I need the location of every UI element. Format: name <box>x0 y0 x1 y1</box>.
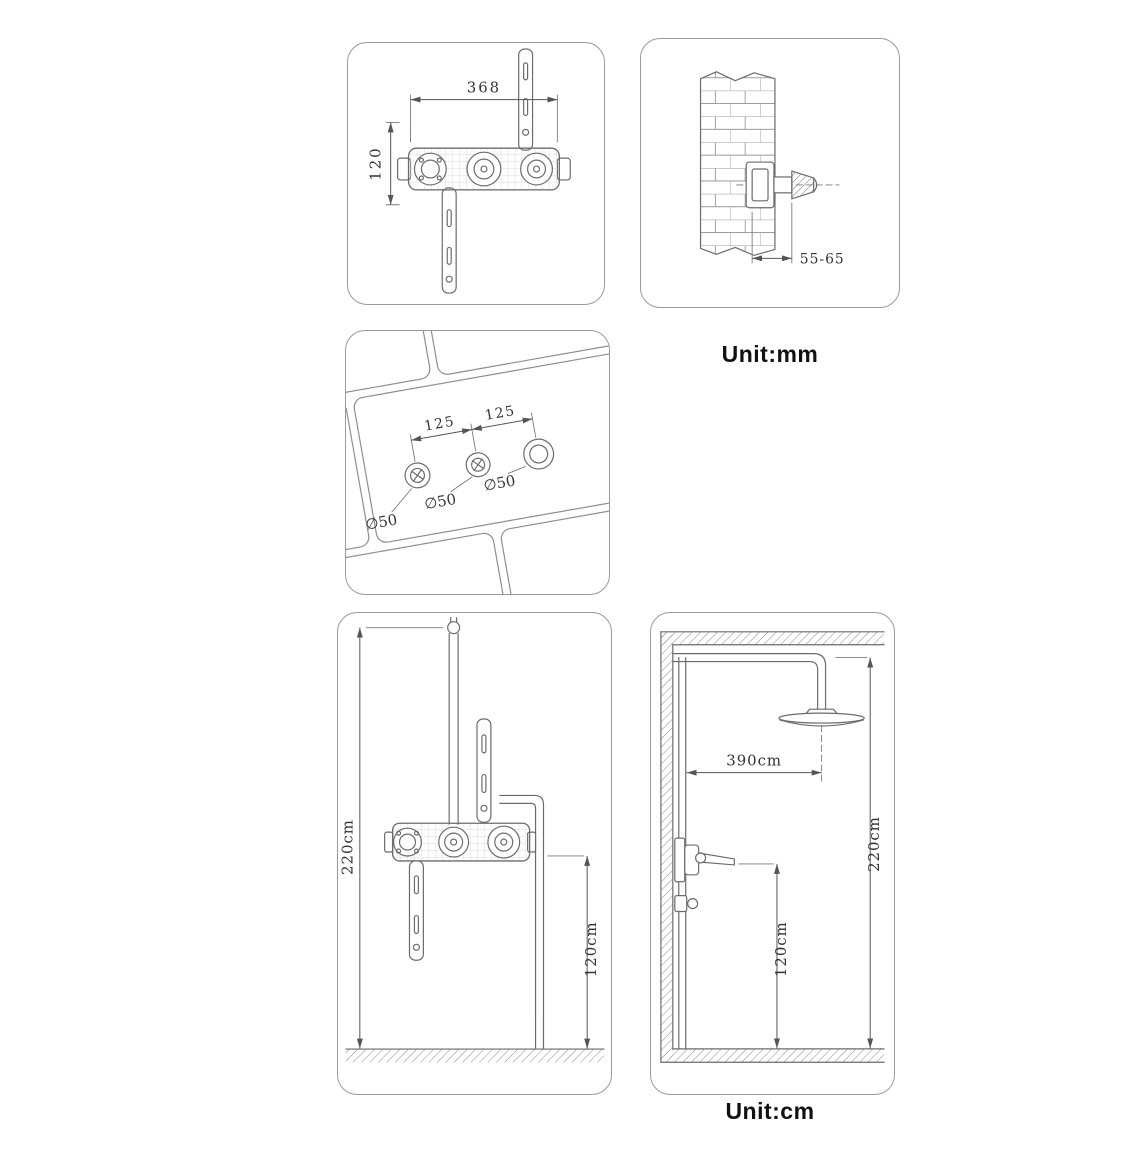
height-dim-text: 120 <box>367 146 385 180</box>
hole-spacing-dimension: 125 125 <box>409 403 537 462</box>
wall-section-drawing: 55-65 <box>699 71 845 267</box>
shower-side-install-panel: 390cm 220cm 120cm <box>650 612 895 1095</box>
hand-shower-pipe <box>499 794 545 1050</box>
wall-tiles <box>346 331 609 594</box>
side-valve-height-text: 120cm <box>772 921 790 977</box>
shower-front-install-panel: 220cm 120cm <box>337 612 612 1095</box>
shower-valve <box>674 837 735 913</box>
room-height-dimension: 220cm <box>835 657 883 1049</box>
head-offset-dimension: 390cm <box>686 725 823 783</box>
lower-mounting-plate <box>408 860 424 961</box>
front-total-height-text: 220cm <box>338 819 356 875</box>
riser-pipe <box>447 617 461 825</box>
depth-dimension: 55-65 <box>751 202 845 267</box>
bottom-mounting-bracket <box>441 187 457 294</box>
unit-cm-label: Unit:cm <box>725 1098 815 1124</box>
side-install-drawing: 390cm 220cm 120cm <box>660 631 885 1063</box>
embedded-valve <box>736 161 840 209</box>
total-height-dimension: 220cm <box>338 627 444 1049</box>
floor <box>345 1048 605 1063</box>
hole-diameter-labels: ∅50 ∅50 ∅50 <box>364 465 526 534</box>
wall-cross-section-panel: 55-65 <box>640 38 900 308</box>
height-dimension: 120 <box>367 121 400 206</box>
front-valve-height-text: 120cm <box>582 921 600 977</box>
width-dim-text: 368 <box>467 79 501 97</box>
dia-label-3: ∅50 <box>482 471 517 494</box>
dia-label-2: ∅50 <box>423 490 458 513</box>
valve-height-dimension: 120cm <box>547 855 600 1049</box>
valve-assembly <box>384 822 537 862</box>
dia-label-1: ∅50 <box>364 510 399 533</box>
depth-dim-text: 55-65 <box>800 251 845 267</box>
side-total-height-text: 220cm <box>865 816 883 872</box>
wall-holes-spacing-panel: 125 125 ∅50 ∅50 ∅50 <box>345 330 610 595</box>
upper-mounting-plate <box>476 718 492 823</box>
room-structure <box>660 631 885 1063</box>
spacing-left-text: 125 <box>423 414 456 435</box>
wall-holes-drawing: 125 125 ∅50 ∅50 ∅50 <box>346 331 609 594</box>
valve-front-drawing: 368 120 <box>367 48 571 294</box>
unit-mm-label: Unit:mm <box>721 341 819 367</box>
spacing-right-text: 125 <box>484 403 517 424</box>
width-dimension: 368 <box>410 79 558 143</box>
front-install-drawing: 220cm 120cm <box>338 617 605 1063</box>
rough-in-valve-dimensions-panel: 368 120 <box>347 42 605 305</box>
valve-holes <box>404 438 555 489</box>
brick-wall <box>699 71 776 256</box>
head-offset-text: 390cm <box>726 752 782 770</box>
shower-head <box>778 708 865 727</box>
valve-height-dimension-side: 120cm <box>738 863 790 1049</box>
supply-pipe <box>672 653 827 710</box>
valve-ports <box>413 151 553 187</box>
